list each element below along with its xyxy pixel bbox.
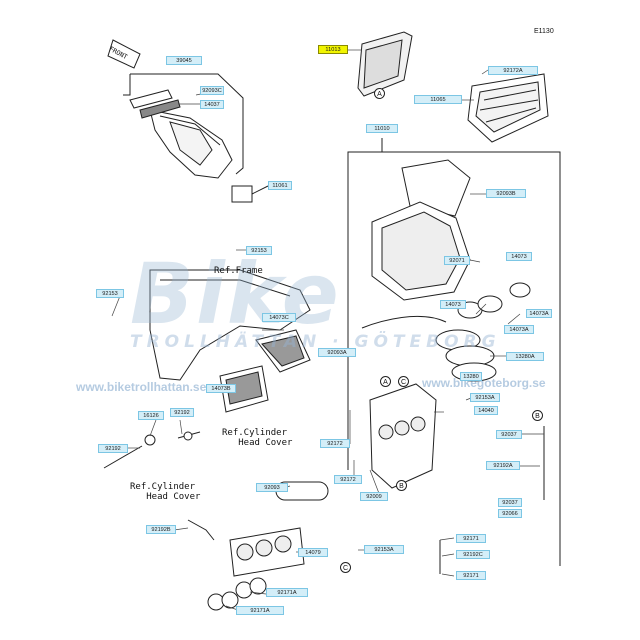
part-label-14073-center[interactable]: 14073	[440, 300, 466, 309]
front-arrow-icon	[107, 39, 141, 69]
part-label-14073a-top[interactable]: 14073A	[526, 309, 552, 318]
watermark-logo: Bike	[130, 245, 341, 343]
part-label-92066[interactable]: 92066	[498, 509, 522, 518]
seal-92093a	[361, 315, 447, 329]
part-label-13280a[interactable]: 13280A	[506, 352, 544, 361]
group-bracket-39045	[123, 73, 244, 175]
part-label-14079[interactable]: 14079	[298, 548, 328, 557]
part-label-92172a[interactable]: 92172A	[488, 66, 538, 75]
part-label-14037[interactable]: 14037	[200, 100, 224, 109]
part-label-92071[interactable]: 92071	[444, 256, 470, 265]
part-label-16126[interactable]: 16126	[138, 411, 164, 420]
group-bracket-11010	[347, 138, 561, 566]
part-label-92192a[interactable]: 92192A	[486, 461, 520, 470]
frame-ref	[149, 269, 311, 381]
ref-frame: Ref.Frame	[214, 266, 263, 276]
callout-b-housing: B	[396, 480, 407, 491]
part-label-92171a-lower[interactable]: 92171A	[236, 606, 284, 615]
watermark-subtitle: TROLLHÄTTAN · GÖTEBORG	[130, 332, 501, 352]
part-label-92192c[interactable]: 92192C	[456, 550, 490, 559]
part-label-14073b[interactable]: 14073B	[206, 384, 236, 393]
callout-b-hose: B	[532, 410, 543, 421]
part-label-11013[interactable]: 11013	[318, 45, 348, 54]
lower-housing	[369, 383, 437, 489]
callout-a-top: A	[374, 88, 385, 99]
callout-c-housing: C	[398, 376, 409, 387]
part-label-92192-upper[interactable]: 92192	[170, 408, 194, 417]
part-label-92009[interactable]: 92009	[360, 492, 388, 501]
part-label-11065[interactable]: 11065	[414, 95, 462, 104]
part-label-92153a-lower[interactable]: 92153A	[364, 545, 404, 554]
part-label-14073-right[interactable]: 14073	[506, 252, 532, 261]
part-label-92172-lower[interactable]: 92172	[334, 475, 362, 484]
part-label-13280[interactable]: 13280	[460, 372, 482, 381]
part-label-14073c[interactable]: 14073C	[262, 313, 296, 322]
part-label-92093[interactable]: 92093	[256, 483, 288, 492]
part-label-92037-bottom[interactable]: 92037	[498, 498, 522, 507]
watermark-url-left[interactable]: www.biketrollhattan.se	[76, 380, 207, 394]
gasket-11061	[231, 185, 253, 203]
ref-cylinder-head-cover-1: Ref.Cylinder Head Cover	[222, 428, 293, 448]
mesh-screen-14037	[139, 99, 181, 119]
part-label-92093c[interactable]: 92093C	[200, 86, 224, 95]
part-label-92093a[interactable]: 92093A	[318, 348, 356, 357]
part-label-92037-top[interactable]: 92037	[496, 430, 522, 439]
watermark-url-right[interactable]: www.bikegoteborg.se	[422, 376, 546, 390]
seal-92093c	[129, 89, 173, 109]
clamp-92171a	[207, 593, 225, 611]
part-label-11061[interactable]: 11061	[268, 181, 292, 190]
breather-16126	[144, 434, 156, 446]
part-label-39045[interactable]: 39045	[166, 56, 202, 65]
part-label-14040[interactable]: 14040	[474, 406, 498, 415]
callout-a-housing: A	[380, 376, 391, 387]
ref-cylinder-head-cover-2: Ref.Cylinder Head Cover	[130, 482, 201, 502]
part-label-92153-left[interactable]: 92153	[96, 289, 124, 298]
callout-c-lower: C	[340, 562, 351, 573]
part-label-92171a-upper[interactable]: 92171A	[266, 588, 308, 597]
diagram-code: E1130	[534, 28, 554, 35]
part-label-92172-mid[interactable]: 92172	[320, 439, 350, 448]
part-label-14073a-mid[interactable]: 14073A	[504, 325, 534, 334]
part-label-92171-lower[interactable]: 92171	[456, 571, 486, 580]
part-label-92192-left[interactable]: 92192	[98, 444, 128, 453]
part-label-92093b[interactable]: 92093B	[486, 189, 526, 198]
part-label-11010[interactable]: 11010	[366, 124, 398, 133]
part-label-92153a-upper[interactable]: 92153A	[470, 393, 500, 402]
part-label-92153-frame[interactable]: 92153	[246, 246, 272, 255]
part-label-92171-upper[interactable]: 92171	[456, 534, 486, 543]
part-label-92192b[interactable]: 92192B	[146, 525, 176, 534]
